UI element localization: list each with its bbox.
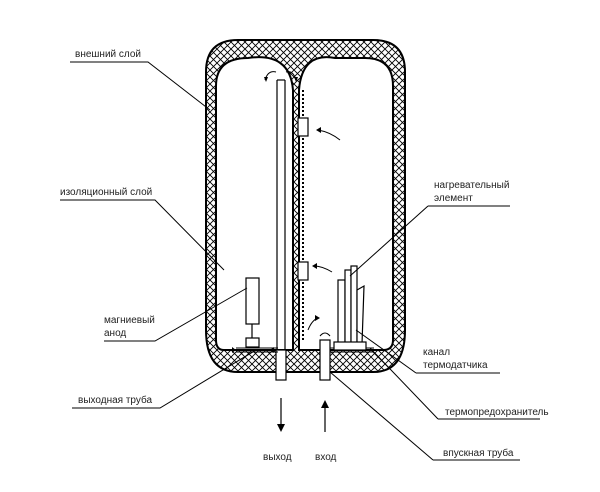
magnesium-anode [245, 277, 260, 348]
label-entry: вход [315, 452, 337, 463]
inlet-pipe [307, 315, 331, 381]
label-heating-element-1: нагревательный [434, 180, 509, 191]
exit-arrow [277, 398, 285, 432]
lower-sensor-block [297, 261, 309, 281]
label-magnesium-anode-2: анод [104, 328, 126, 339]
label-thermo-channel-2: термодатчика [423, 360, 488, 371]
side-flow-arrows [312, 127, 341, 273]
label-heating-element-2: элемент [434, 193, 473, 204]
label-magnesium-anode-1: магниевый [104, 315, 155, 326]
entry-arrow [321, 400, 329, 432]
label-outer-layer: внешний слой [75, 49, 141, 60]
label-thermo-channel-1: канал [423, 347, 450, 358]
leader-lines [60, 61, 540, 461]
label-inlet-pipe: впускная труба [443, 447, 514, 459]
heating-element [333, 265, 367, 351]
top-flow-arrows [264, 71, 298, 82]
label-outlet-pipe: выходная труба [78, 394, 152, 406]
label-thermal-fuse: термопредохранитель [445, 407, 549, 418]
label-exit: выход [263, 452, 292, 463]
outlet-pipe [275, 79, 287, 381]
upper-sensor-block [297, 117, 309, 137]
label-insulation-layer: изоляционный слой [60, 187, 152, 198]
tank-insulation-layer [205, 39, 406, 373]
